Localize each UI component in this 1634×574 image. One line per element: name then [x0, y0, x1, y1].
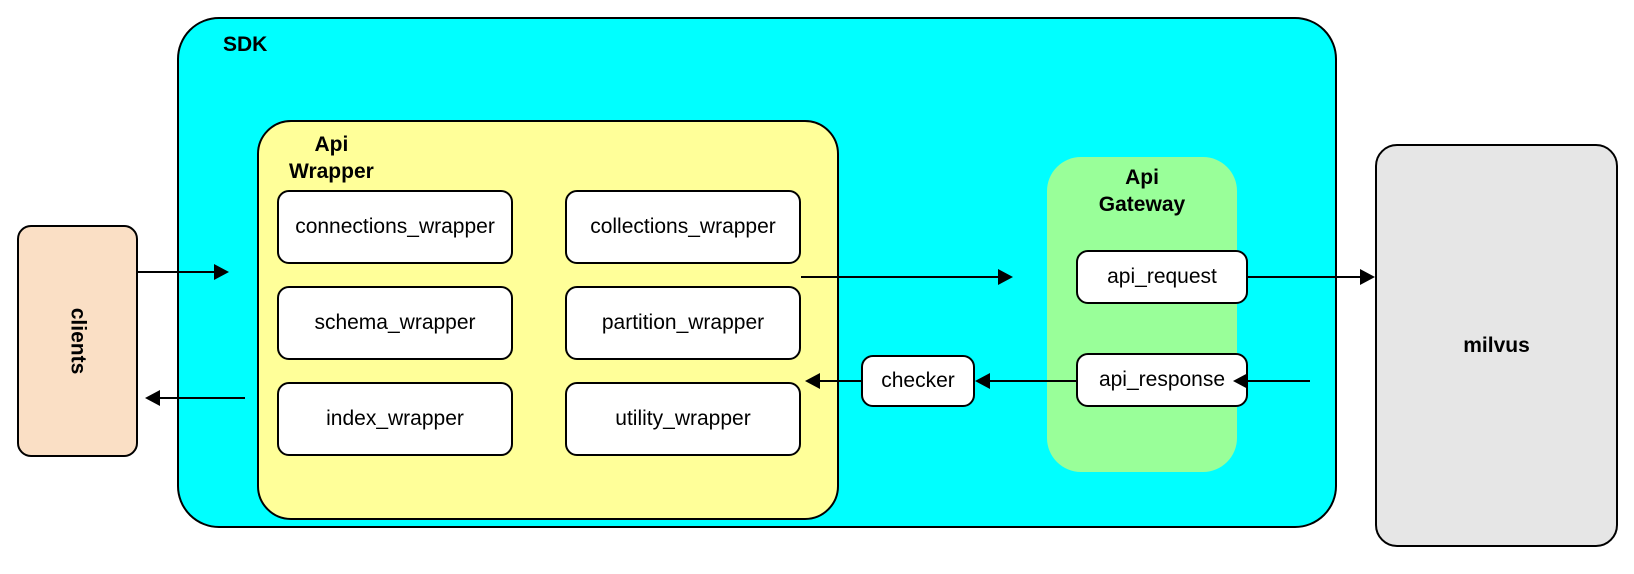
container-api-wrapper-title: Api Wrapper: [289, 133, 374, 183]
node-checker-label: checker: [881, 369, 955, 392]
node-checker[interactable]: checker: [861, 355, 975, 407]
node-collections-wrapper-label: collections_wrapper: [590, 215, 776, 238]
node-api-response[interactable]: api_response: [1076, 353, 1248, 407]
node-schema-wrapper-label: schema_wrapper: [314, 311, 476, 334]
flow-checker-to-wrapper-head: [805, 373, 820, 389]
node-api-request[interactable]: api_request: [1076, 250, 1248, 304]
container-sdk-title: SDK: [223, 33, 268, 56]
node-milvus-label: milvus: [1463, 333, 1530, 357]
flow-request-to-milvus-line: [1248, 276, 1365, 278]
flow-wrapper-to-request-head: [998, 269, 1013, 285]
node-collections-wrapper[interactable]: collections_wrapper: [565, 190, 801, 264]
node-clients[interactable]: clients: [17, 225, 138, 457]
node-index-wrapper-label: index_wrapper: [326, 407, 464, 430]
node-utility-wrapper-label: utility_wrapper: [615, 407, 751, 430]
flow-response-to-checker-head: [975, 373, 990, 389]
node-schema-wrapper[interactable]: schema_wrapper: [277, 286, 513, 360]
flow-clients-to-wrapper-head: [214, 264, 229, 280]
node-index-wrapper[interactable]: index_wrapper: [277, 382, 513, 456]
node-connections-wrapper-label: connections_wrapper: [295, 215, 495, 238]
flow-wrapper-to-request-line: [801, 276, 1004, 278]
flow-response-to-checker-line: [990, 380, 1076, 382]
flow-sdk-to-clients-line: [160, 397, 245, 399]
container-api-gateway[interactable]: Api Gateway: [1047, 157, 1237, 472]
node-partition-wrapper-label: partition_wrapper: [601, 311, 765, 334]
flow-request-to-milvus-head: [1360, 269, 1375, 285]
flow-clients-to-wrapper-line: [138, 271, 220, 273]
flow-milvus-to-response-head: [1233, 373, 1248, 389]
flow-milvus-to-response-line: [1248, 380, 1310, 382]
flow-sdk-to-clients-head: [145, 390, 160, 406]
flow-checker-to-wrapper-line: [820, 380, 861, 382]
node-api-response-label: api_response: [1098, 368, 1226, 391]
node-milvus[interactable]: milvus: [1375, 144, 1618, 547]
node-partition-wrapper[interactable]: partition_wrapper: [565, 286, 801, 360]
node-api-request-label: api_request: [1107, 265, 1217, 288]
container-api-gateway-title: Api Gateway: [1098, 166, 1186, 216]
node-clients-label: clients: [66, 307, 90, 375]
node-utility-wrapper[interactable]: utility_wrapper: [565, 382, 801, 456]
node-connections-wrapper[interactable]: connections_wrapper: [277, 190, 513, 264]
